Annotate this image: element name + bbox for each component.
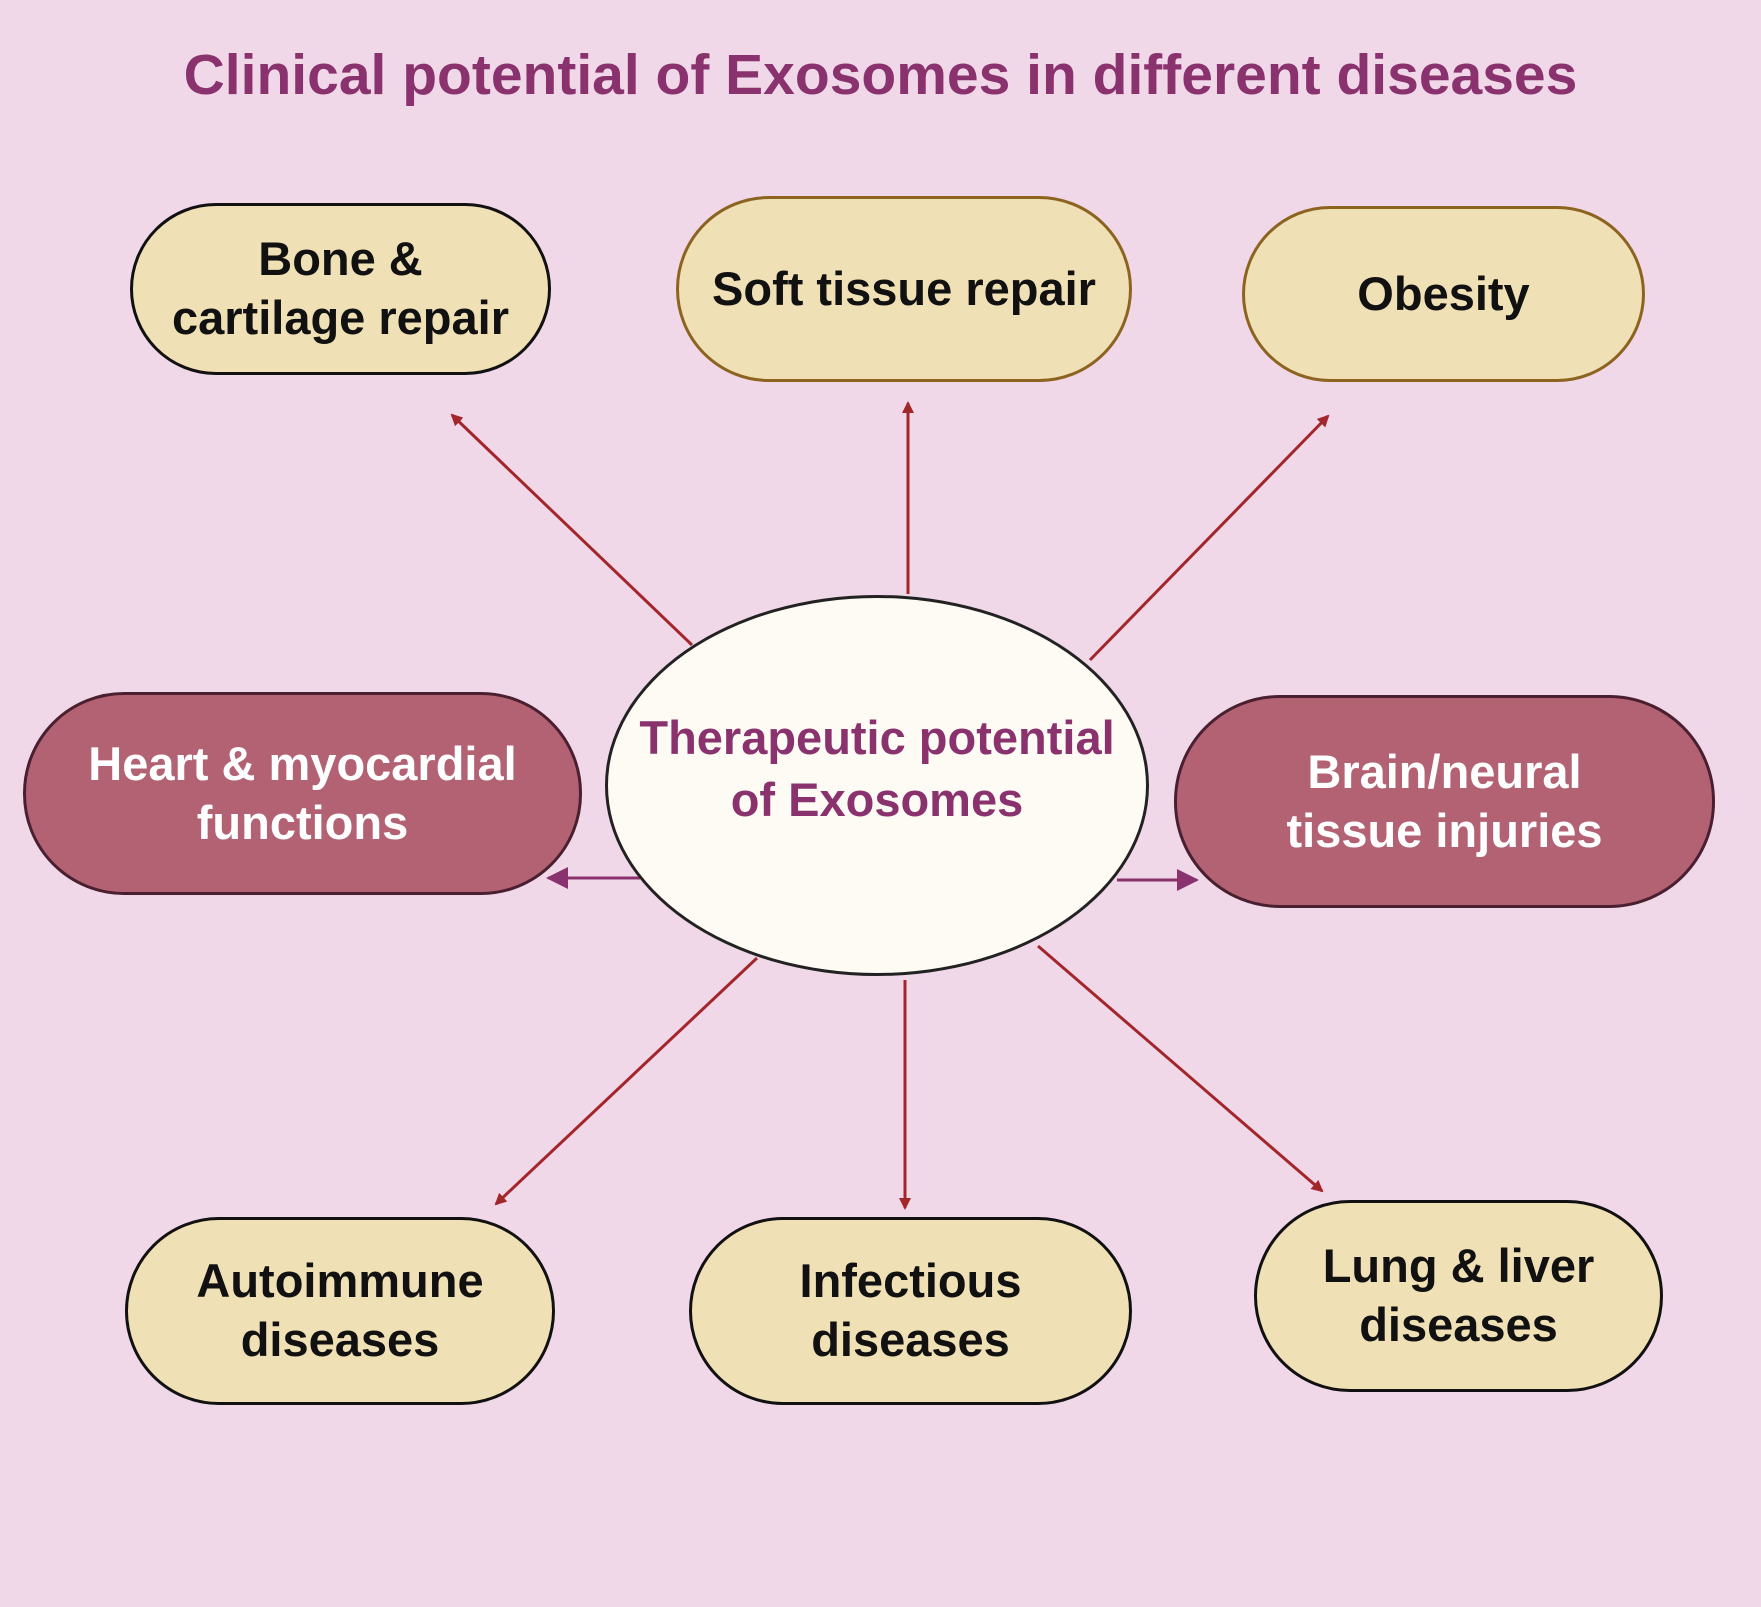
center-node-therapeutic-potential: Therapeutic potential of Exosomes	[605, 595, 1149, 976]
node-heart-myocardial-functions: Heart & myocardial functions	[23, 692, 582, 895]
node-bone-cartilage-repair: Bone & cartilage repair	[130, 203, 551, 375]
center-label: Therapeutic potential of Exosomes	[639, 711, 1115, 826]
node-lung-liver-diseases: Lung & liver diseases	[1254, 1200, 1663, 1392]
arrow-to-obesity	[1088, 414, 1330, 662]
node-autoimmune-diseases: Autoimmune diseases	[125, 1217, 555, 1405]
node-brain-neural-tissue-injuries: Brain/neural tissue injuries	[1174, 695, 1715, 908]
arrow-to-lung-liver	[1037, 944, 1324, 1193]
node-soft-tissue-repair: Soft tissue repair	[676, 196, 1132, 382]
node-obesity: Obesity	[1242, 206, 1645, 382]
arrow-to-autoimmune	[494, 956, 759, 1206]
node-infectious-diseases: Infectious diseases	[689, 1217, 1132, 1405]
arrow-to-bone	[450, 413, 694, 647]
diagram-title: Clinical potential of Exosomes in differ…	[183, 43, 1578, 107]
